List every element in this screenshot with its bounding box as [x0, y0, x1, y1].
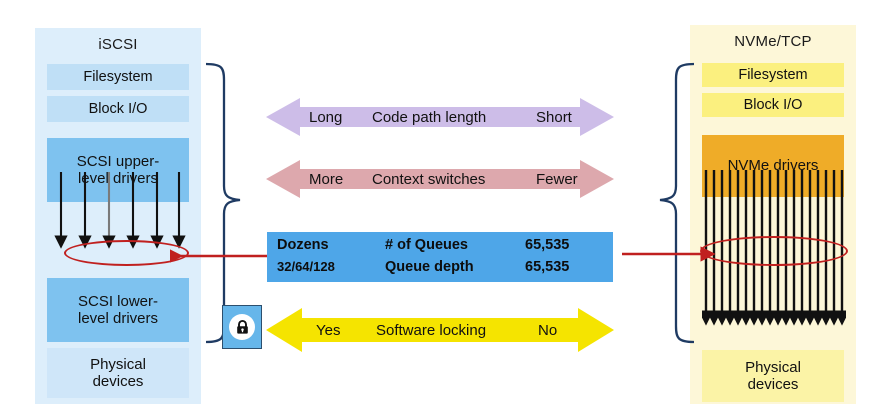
nvme-brace — [648, 58, 700, 353]
queue-row2-left: 32/64/128 — [277, 259, 335, 274]
code-path-right-label: Short — [536, 108, 572, 126]
queue-row1-metric: # of Queues — [385, 237, 468, 253]
software-locking-metric-label: Software locking — [376, 321, 487, 339]
iscsi-layer-scsi-lower-level-drivers: SCSI lower- level drivers — [47, 278, 189, 342]
iscsi-layer-scsi-upper-level-drivers: SCSI upper- level drivers — [47, 138, 189, 202]
nvme-panel-title: NVMe/TCP — [734, 33, 812, 50]
comparison-bar-context-switches: More Context switches Fewer — [266, 158, 614, 200]
code-path-left-label: Long — [309, 108, 343, 126]
nvme-layer-physical-devices: Physical devices — [702, 350, 844, 402]
software-locking-right-label: No — [538, 321, 558, 339]
nvme-layer-filesystem: Filesystem — [702, 63, 844, 87]
red-ellipse-iscsi-queues — [64, 240, 189, 266]
software-locking-badge — [222, 305, 262, 349]
queue-row2-right: 65,535 — [525, 259, 570, 275]
nvme-physical-label: Physical devices — [745, 358, 801, 393]
iscsi-lower-label: SCSI lower- level drivers — [77, 292, 159, 327]
context-switches-left-label: More — [309, 170, 344, 188]
iscsi-physical-label: Physical devices — [90, 355, 146, 390]
queue-row1-left: Dozens — [277, 237, 329, 253]
code-path-metric-label: Code path length — [372, 108, 487, 126]
iscsi-panel-title: iSCSI — [98, 36, 138, 53]
iscsi-layer-physical-devices: Physical devices — [47, 348, 189, 398]
iscsi-stack-panel: iSCSI Filesystem Block I/O SCSI upper- l… — [35, 28, 201, 404]
context-switches-right-label: Fewer — [536, 170, 578, 188]
padlock-icon — [229, 314, 255, 340]
queue-comparison-table: Dozens # of Queues 65,535 32/64/128 Queu… — [267, 232, 613, 282]
red-ellipse-nvme-queues — [700, 236, 848, 266]
comparison-bar-code-path-length: Long Code path length Short — [266, 96, 614, 138]
iscsi-layer-block-io: Block I/O — [47, 96, 189, 122]
context-switches-metric-label: Context switches — [372, 170, 486, 188]
red-arrow-to-iscsi — [167, 248, 274, 269]
comparison-bar-software-locking: Yes Software locking No — [266, 306, 614, 354]
iscsi-layer-filesystem: Filesystem — [47, 64, 189, 90]
nvme-layer-nvme-drivers: NVMe drivers — [702, 135, 844, 197]
red-arrow-to-nvme — [620, 246, 716, 267]
software-locking-left-label: Yes — [316, 321, 341, 339]
nvme-layer-block-io: Block I/O — [702, 93, 844, 117]
queue-row1-right: 65,535 — [525, 237, 570, 253]
queue-row2-metric: Queue depth — [385, 259, 474, 275]
nvme-stack-panel: NVMe/TCP Filesystem Block I/O NVMe drive… — [690, 25, 856, 404]
iscsi-queue-arrows — [47, 172, 189, 252]
